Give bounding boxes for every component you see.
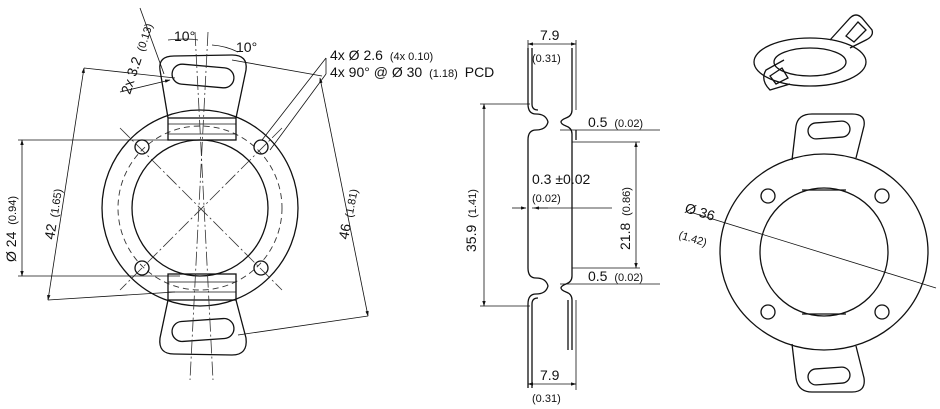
- side-view: 7.9 (0.31) 7.9 (0.31) 0.5 (0.02) 0.5 (0.…: [463, 27, 660, 405]
- right-flange-bore: [759, 187, 889, 317]
- front-view: 10° 10° 2x 3.2 (0.13) 4x Ø 2.6 (4x 0.10)…: [3, 7, 494, 381]
- right-flange-outer: [719, 153, 929, 351]
- angle-right-label: 10°: [236, 39, 257, 55]
- thickness-label: 0.3 ±0.02: [532, 171, 590, 187]
- angle-left-label: 10°: [174, 28, 195, 44]
- right-holes: [760, 188, 890, 320]
- side-top-width: 7.9: [540, 27, 560, 43]
- bottom-tab-outline: [159, 299, 247, 356]
- dim-42-label: 42 (1.65): [41, 187, 65, 240]
- height-inner-label: 21.8 (0.86): [617, 187, 633, 250]
- side-bottom-width-inch: (0.31): [532, 393, 561, 405]
- right-diameter-label: Ø 36: [683, 200, 717, 224]
- holes-label-line2: 4x 90° @ Ø 30 (1.18) PCD: [330, 64, 494, 80]
- gap-bottom-label: 0.5 (0.02): [588, 268, 643, 284]
- isometric-view: [753, 14, 874, 91]
- side-profile: [527, 48, 549, 388]
- flange-outer: [101, 109, 299, 307]
- right-view: Ø 36 (1.42): [677, 113, 937, 393]
- side-top-width-inch: (0.31): [532, 53, 561, 65]
- side-bottom-width: 7.9: [540, 367, 560, 383]
- bottom-tab-slot: [171, 317, 235, 343]
- right-diameter-inch: (1.42): [677, 229, 708, 249]
- dim-24-label: Ø 24 (0.94): [3, 196, 19, 262]
- top-tab-slot: [171, 63, 235, 89]
- bottom-band: [167, 273, 237, 301]
- gap-top-label: 0.5 (0.02): [588, 114, 643, 130]
- dim-46-label: 46 (1.81): [335, 187, 360, 240]
- top-band: [167, 117, 237, 141]
- holes-label-line1: 4x Ø 2.6 (4x 0.10): [330, 47, 433, 63]
- thickness-inch: (0.02): [532, 193, 561, 205]
- height-total-label: 35.9 (1.41): [463, 189, 479, 252]
